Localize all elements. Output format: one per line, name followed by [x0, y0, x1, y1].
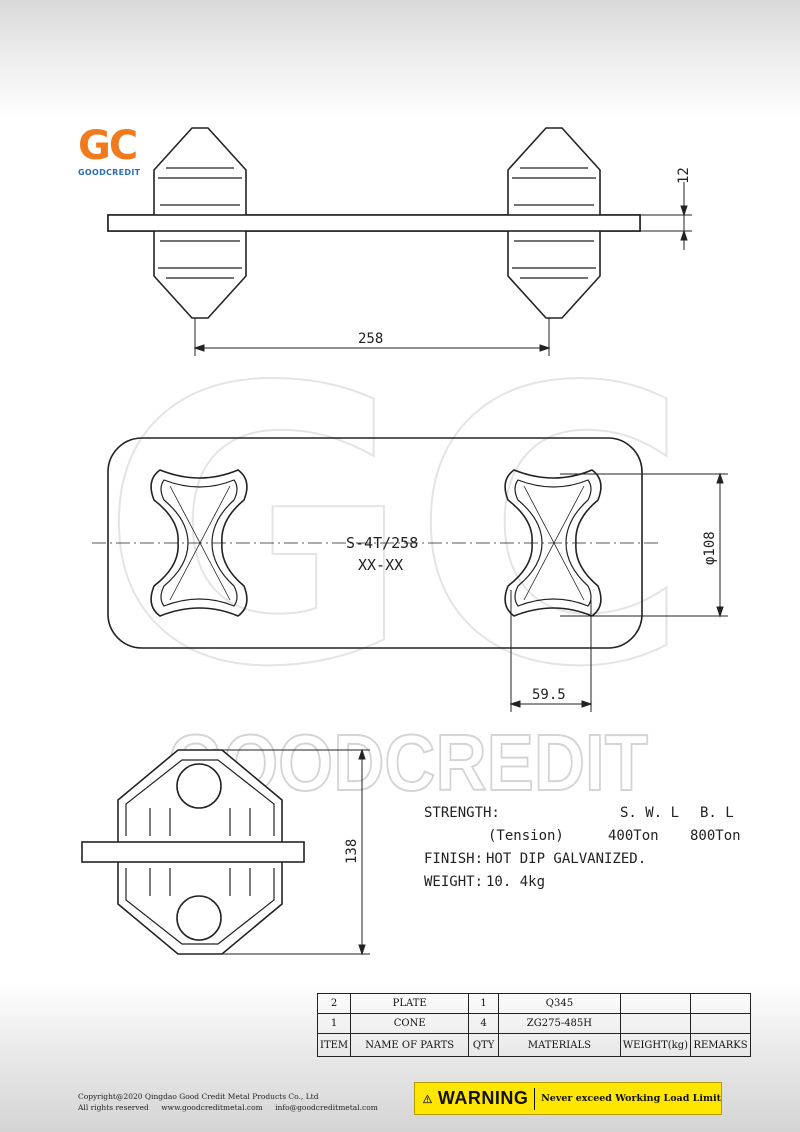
bom-remarks: [690, 1013, 751, 1034]
warning-title: WARNING: [437, 1088, 529, 1108]
header-weight: WEIGHT(kg): [619, 1033, 692, 1057]
warning-message: Never exceed Working Load Limit: [541, 1093, 721, 1104]
table-row: 2 PLATE 1 Q345: [316, 993, 751, 1014]
warning-divider: [534, 1087, 536, 1110]
rights-text: All rights reserved: [78, 1103, 149, 1112]
specifications: STRENGTH: S. W. L B. L (Tension) 400Ton …: [424, 805, 784, 897]
front-view: [81, 749, 305, 955]
finish-label: FINISH:: [424, 851, 484, 867]
website-link[interactable]: www.goodcreditmetal.com: [161, 1103, 263, 1112]
bl-label: B. L: [700, 805, 734, 821]
dim-cone-spacing-label: 258: [358, 331, 383, 347]
dim-plate-thickness-label: 12: [676, 167, 692, 184]
table-header-row: ITEM NAME OF PARTS QTY MATERIALS WEIGHT(…: [316, 1033, 751, 1057]
dim-hole-diameter: φ108: [560, 472, 728, 618]
dim-height-label: 138: [344, 839, 360, 864]
dim-cone-spacing: 258: [193, 318, 551, 356]
logo-mark: GC: [78, 123, 138, 169]
bom-material: Q345: [497, 993, 621, 1014]
swl-label: S. W. L: [620, 805, 680, 821]
bom-item: 2: [316, 993, 352, 1014]
front-plate: [81, 841, 305, 863]
left-cone-slot: [150, 469, 248, 617]
bom-name: PLATE: [350, 993, 470, 1014]
dim-plate-thickness: 12: [640, 167, 692, 250]
side-view: [107, 127, 641, 319]
bl-value: 800Ton: [690, 828, 741, 844]
strength-label: STRENGTH:: [424, 805, 500, 821]
top-plate-outline: [107, 437, 643, 649]
bom-material: ZG275-485H: [497, 1013, 621, 1034]
bom-qty: 1: [468, 993, 499, 1014]
header-remarks: REMARKS: [690, 1033, 751, 1057]
warning-triangle-icon: [423, 1094, 432, 1103]
table-row: 1 CONE 4 ZG275-485H: [316, 1013, 751, 1034]
watermark-letters: GC: [100, 307, 691, 750]
right-cone-upper: [507, 127, 601, 215]
weight-value: 10. 4kg: [486, 874, 546, 890]
left-cone-lower: [153, 231, 247, 319]
email-link[interactable]: info@goodcreditmetal.com: [275, 1103, 378, 1112]
tension-label: (Tension): [488, 828, 564, 844]
right-cone-lower: [507, 231, 601, 319]
grunge-top-texture: [0, 0, 800, 120]
plate-marking-line2: XX-XX: [358, 556, 403, 574]
finish-value: HOT DIP GALVANIZED.: [486, 851, 647, 867]
warning-banner: WARNING Never exceed Working Load Limit: [414, 1082, 722, 1115]
left-cone-upper: [153, 127, 247, 215]
footer-copyright: Copyright@2020 Qingdao Good Credit Metal…: [78, 1091, 388, 1113]
bill-of-materials: 2 PLATE 1 Q345 1 CONE 4 ZG275-485H ITEM …: [316, 993, 751, 1057]
header-qty: QTY: [468, 1033, 499, 1057]
bom-weight: [619, 1013, 692, 1034]
copyright-text: Copyright@2020 Qingdao Good Credit Metal…: [78, 1092, 319, 1101]
logo: GC GOODCREDIT: [78, 126, 148, 177]
plate-marking-line1: S-4T/258: [346, 534, 418, 552]
upper-eye-hole: [176, 763, 222, 809]
bom-remarks: [690, 993, 751, 1014]
dim-height: 138: [200, 748, 370, 956]
dim-cone-width-label: 59.5: [532, 687, 566, 703]
dim-cone-width: 59.5: [509, 590, 593, 712]
swl-value: 400Ton: [608, 828, 659, 844]
header-name: NAME OF PARTS: [350, 1033, 470, 1057]
weight-label: WEIGHT:: [424, 874, 484, 890]
bom-name: CONE: [350, 1013, 470, 1034]
header-material: MATERIALS: [497, 1033, 621, 1057]
bom-weight: [619, 993, 692, 1014]
lower-eye-hole: [176, 895, 222, 941]
bom-qty: 4: [468, 1013, 499, 1034]
bom-item: 1: [316, 1013, 352, 1034]
logo-name: GOODCREDIT: [78, 168, 141, 177]
header-item: ITEM: [316, 1033, 352, 1057]
dim-hole-diameter-label: φ108: [702, 531, 718, 565]
